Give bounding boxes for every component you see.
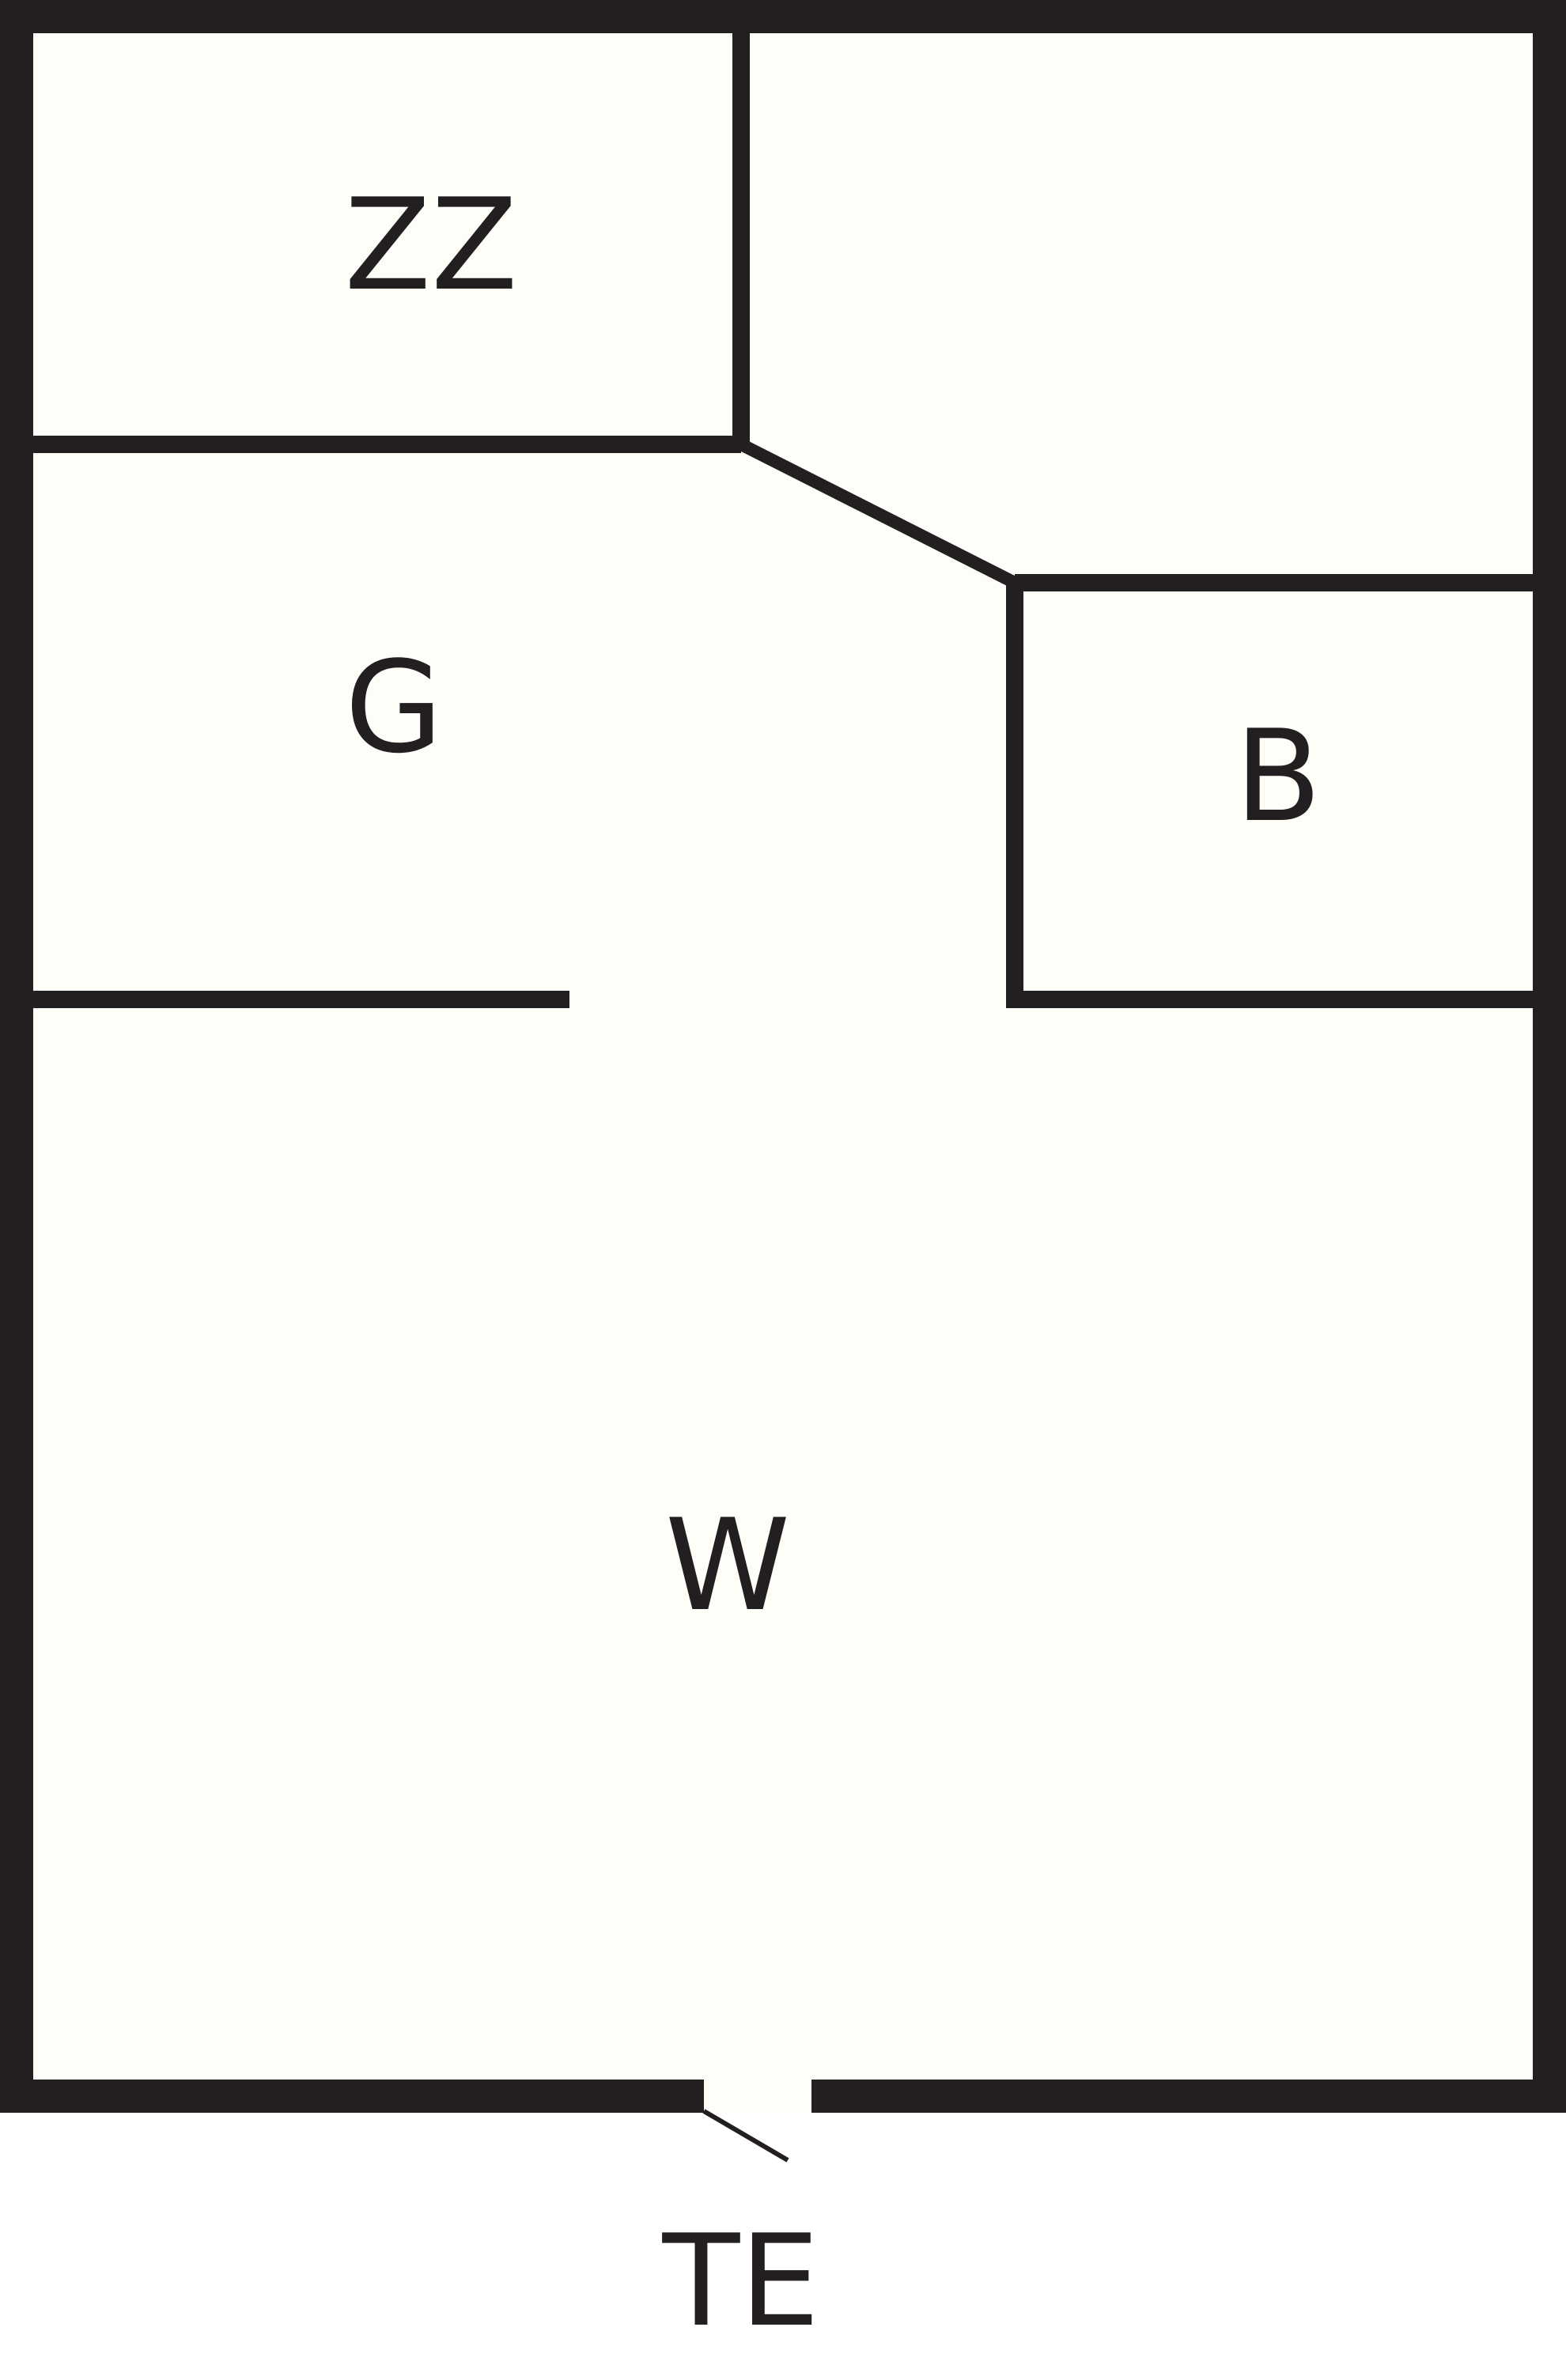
wall-right xyxy=(1533,0,1566,2113)
room-label-b: B xyxy=(1235,702,1322,850)
room-label-g: G xyxy=(345,633,443,781)
floor-area xyxy=(0,0,1566,2113)
wall-bottom-right xyxy=(811,2080,1566,2113)
entrance-door-gap xyxy=(704,2080,811,2113)
wall-left xyxy=(0,0,33,2113)
entrance-label: TE xyxy=(662,2207,820,2355)
entrance-door-swing xyxy=(702,2109,789,2163)
wall-diagonal xyxy=(738,438,1018,589)
wall-top xyxy=(0,0,1566,33)
wall-bottom-left xyxy=(0,2080,704,2113)
room-label-zz: ZZ xyxy=(344,171,517,319)
room-label-w: W xyxy=(665,1491,790,1639)
